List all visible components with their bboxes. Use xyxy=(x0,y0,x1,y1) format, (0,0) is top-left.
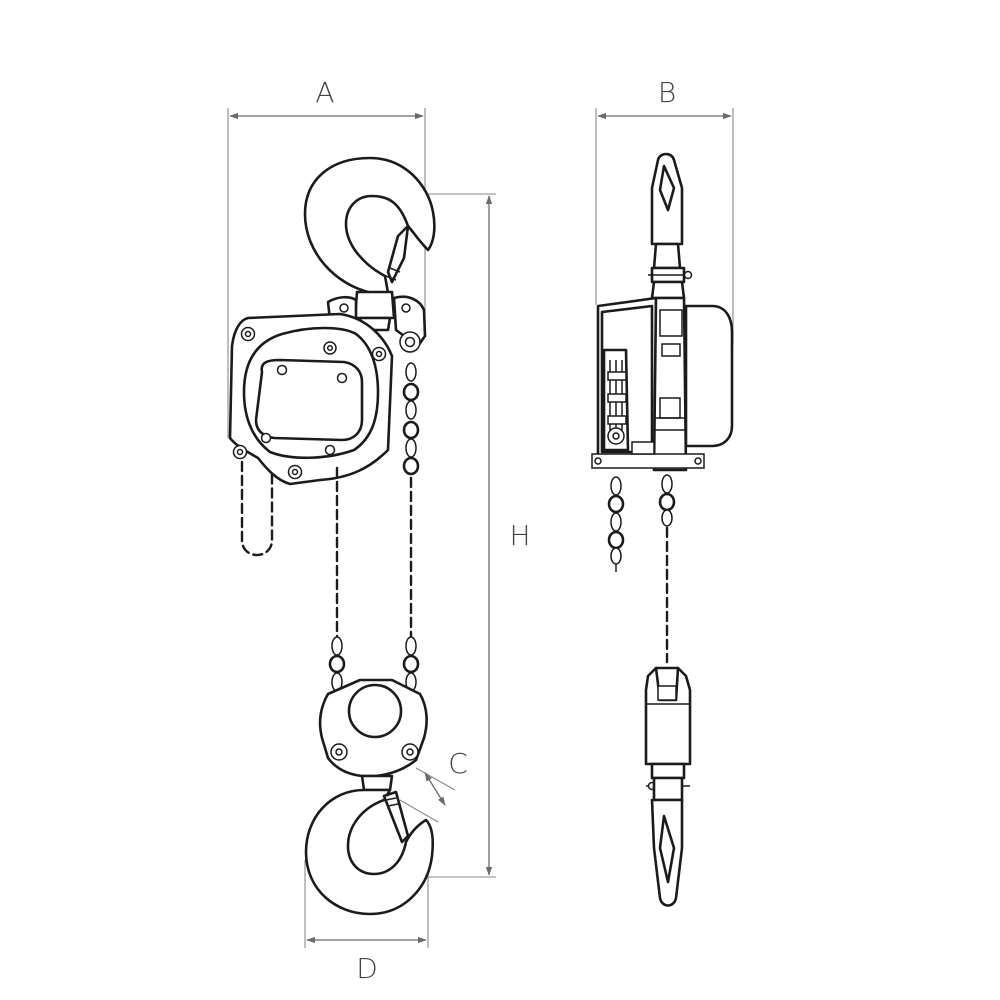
hand-chain-loop xyxy=(240,460,274,557)
side-body xyxy=(591,296,734,472)
side-top-hook xyxy=(648,152,693,300)
load-chain-right xyxy=(402,362,420,692)
bottom-block xyxy=(318,678,428,792)
dimension-b-label: B xyxy=(658,76,676,109)
dimension-d: D xyxy=(304,860,429,985)
top-hook xyxy=(303,156,436,348)
side-load-chain xyxy=(658,474,676,664)
dimension-c: C xyxy=(399,747,468,823)
dimension-a: A xyxy=(227,76,426,438)
dimension-b: B xyxy=(595,76,734,345)
side-hand-chain xyxy=(607,476,625,572)
dimension-d-label: D xyxy=(356,952,378,985)
dimension-a-label: A xyxy=(315,76,334,109)
dimension-c-label: C xyxy=(448,747,468,780)
side-bottom-block xyxy=(644,666,692,907)
bottom-hook xyxy=(304,788,435,916)
load-chain-left xyxy=(328,466,346,692)
hoist-body xyxy=(228,312,421,486)
dimension-h: H xyxy=(372,193,531,878)
dimension-h-label: H xyxy=(509,519,530,552)
